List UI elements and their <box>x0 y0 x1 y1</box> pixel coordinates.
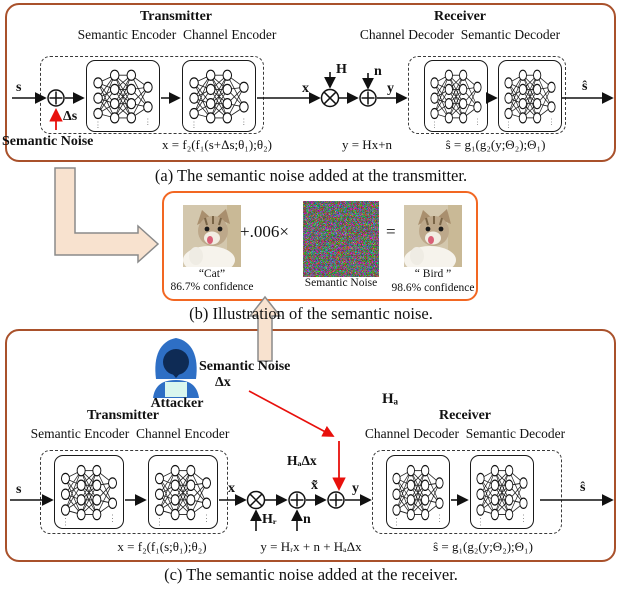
svg-text:⋮: ⋮ <box>393 517 399 527</box>
encoder-formula-c: x = f₂(f₁(s;θ₁);θ₂) <box>117 539 207 554</box>
svg-text:⋮: ⋮ <box>94 120 101 130</box>
semantic-encoder-network-c: ⋮⋮ <box>54 455 124 529</box>
plus-factor-text: +.006× <box>240 222 289 241</box>
noise-caption-label: Semantic Noise <box>304 277 378 289</box>
semantic-noise-image <box>303 201 379 277</box>
signal-s-hat-c: ŝ <box>580 480 586 495</box>
h-a-label: Hₐ <box>382 391 399 407</box>
panel-a-receiver-title: Receiver <box>433 9 487 24</box>
semantic-encoder-network: ⋮⋮ <box>86 60 160 132</box>
signal-s-c: s <box>16 482 22 497</box>
channel-encoder-network-c: ⋮⋮ <box>148 455 218 529</box>
panel-c-encoder-labels: Semantic Encoder Channel Encoder <box>10 426 250 442</box>
panel-a-decoder-labels: Channel Decoder Semantic Decoder <box>340 27 580 43</box>
signal-y-a: y <box>387 81 394 96</box>
signal-delta-s: Δs <box>63 109 78 124</box>
svg-text:⋮: ⋮ <box>520 513 526 523</box>
decoder-formula-a: ŝ = g₁(g₂(y;Θ₂);Θ₁) <box>445 137 546 152</box>
attacker-label: Attacker <box>150 396 204 411</box>
signal-h: H <box>336 62 347 77</box>
signal-s: s <box>16 80 22 95</box>
svg-text:⋮: ⋮ <box>203 513 210 523</box>
semantic-decoder-label: Semantic Decoder <box>460 27 561 42</box>
svg-text:⋮: ⋮ <box>505 120 511 130</box>
signal-s-hat-a: ŝ <box>582 79 588 94</box>
signal-n-a: n <box>374 64 382 79</box>
panel-a-decoder-dashed-box <box>408 56 566 134</box>
caption-b: (b) Illustration of the semantic noise. <box>189 304 433 323</box>
svg-text:⋮: ⋮ <box>62 517 69 527</box>
signal-n-c: n <box>303 512 311 527</box>
channel-decoder-label-c: Channel Decoder <box>364 426 459 441</box>
channel-encoder-label: Channel Encoder <box>183 27 277 42</box>
svg-text:⋮: ⋮ <box>431 120 437 130</box>
svg-text:⋮: ⋮ <box>474 116 480 126</box>
panel-c-decoder-labels: Channel Decoder Semantic Decoder <box>347 426 583 442</box>
channel-decoder-network: ⋮⋮ <box>424 60 488 132</box>
svg-text:⋮: ⋮ <box>109 513 116 523</box>
channel-encoder-label-c: Channel Encoder <box>136 426 230 441</box>
signal-y-c: y <box>352 481 359 496</box>
channel-encoder-network: ⋮⋮ <box>182 60 256 132</box>
caption-a: (a) The semantic noise added at the tran… <box>154 166 468 185</box>
svg-text:⋮: ⋮ <box>156 517 163 527</box>
signal-h-r: Hᵣ <box>262 512 277 527</box>
encoder-formula-a: x = f₂(f₁(s+Δs;θ₁);θ₂) <box>162 137 272 152</box>
signal-x-a: x <box>302 81 309 96</box>
delta-x-label: Δx <box>215 375 231 390</box>
panel-c-encoder-dashed-box <box>40 450 228 534</box>
channel-decoder-network-c: ⋮⋮ <box>386 455 450 529</box>
channel-formula-a: y = Hx+n <box>341 137 393 152</box>
signal-x-tilde: x̃ <box>311 478 318 493</box>
attacker-icon <box>146 336 206 398</box>
bird-label: “ Bird ” <box>414 268 452 280</box>
svg-text:⋮: ⋮ <box>240 117 247 127</box>
equals-text: = <box>386 222 396 241</box>
panel-a-transmitter-title: Transmitter <box>139 9 213 24</box>
bird-confidence: 98.6% confidence <box>391 282 475 294</box>
decoder-formula-c: ŝ = g₁(g₂(y;Θ₂);Θ₁) <box>433 539 533 554</box>
channel-decoder-label: Channel Decoder <box>359 27 454 42</box>
svg-text:⋮: ⋮ <box>436 513 442 523</box>
panel-c-decoder-dashed-box <box>372 450 562 534</box>
cat-confidence: 86.7% confidence <box>170 281 254 293</box>
semantic-noise-label-c: Semantic Noise <box>199 359 291 374</box>
bird-misclassified-cat-image <box>404 205 462 267</box>
svg-text:⋮: ⋮ <box>190 120 197 130</box>
semantic-encoder-label: Semantic Encoder <box>77 27 177 42</box>
semantic-decoder-label-c: Semantic Decoder <box>465 426 566 441</box>
cat-image <box>183 205 241 267</box>
caption-c: (c) The semantic noise added at the rece… <box>164 565 458 584</box>
semantic-encoder-label-c: Semantic Encoder <box>30 426 130 441</box>
panel-c-transmitter-title: Transmitter <box>86 408 160 423</box>
panel-a-encoder-labels: Semantic Encoder Channel Encoder <box>57 27 297 43</box>
channel-formula-c: y = Hᵣx + n + HₐΔx <box>260 539 362 554</box>
panel-c-receiver-title: Receiver <box>438 408 492 423</box>
semantic-noise-label-a: Semantic Noise <box>2 134 94 149</box>
svg-text:⋮: ⋮ <box>548 116 554 126</box>
signal-x-c: x <box>228 481 235 496</box>
h-a-delta-x-label: HₐΔx <box>287 453 317 468</box>
semantic-decoder-network: ⋮⋮ <box>498 60 562 132</box>
cat-label: “Cat” <box>198 268 226 280</box>
semantic-decoder-network-c: ⋮⋮ <box>470 455 534 529</box>
svg-text:⋮: ⋮ <box>144 117 151 127</box>
svg-text:⋮: ⋮ <box>477 517 483 527</box>
